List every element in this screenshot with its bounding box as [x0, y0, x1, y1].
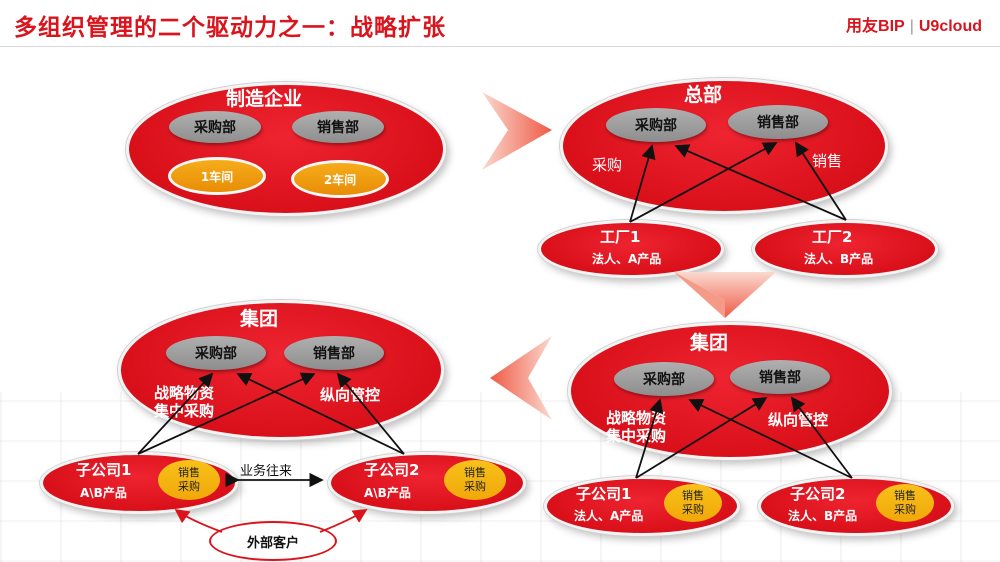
- stage2-factory-1: [538, 220, 724, 278]
- stage2-name: 总部: [684, 84, 723, 106]
- title-divider: [0, 46, 1000, 47]
- transition-arrow-left: [490, 336, 552, 420]
- stage2-sales-dept: 销售部: [728, 105, 828, 139]
- stage1-enterprise-ellipse: [126, 82, 446, 216]
- stage2-factory-1-desc: 法人、A产品: [592, 252, 662, 266]
- stage4-line-s1-purchase: [137, 372, 214, 455]
- stage2-line-f1-purchase: [629, 144, 656, 223]
- stage3-line-s1-purchase: [635, 398, 664, 479]
- stage3-sub-1-name: 子公司1: [576, 485, 632, 503]
- stage2-factory-2-desc: 法人、B产品: [804, 252, 874, 266]
- stage4-sub-2-name: 子公司2: [364, 461, 420, 479]
- transition-arrow-down: [674, 272, 776, 318]
- stage4-strategy-label-2: 集中采购: [154, 402, 215, 420]
- stage2-line-f2-sales: [795, 141, 847, 221]
- stage1-name: 制造企业: [226, 88, 303, 110]
- stage3-group-ellipse: [568, 322, 892, 460]
- stage2-sales-label: 销售: [812, 152, 843, 170]
- stage4-sub-2-badge: 销售采购: [444, 460, 506, 500]
- stage2-hq-ellipse: [560, 78, 888, 214]
- stage4-vertical-label: 纵向管控: [320, 386, 381, 404]
- stage4-customer: 外部客户: [209, 521, 337, 561]
- stage3-purchase-dept: 采购部: [614, 362, 714, 396]
- stage4-sub-1-badge: 销售采购: [158, 460, 220, 500]
- stage4-name: 集团: [240, 308, 279, 330]
- stage3-sub-1-desc: 法人、A产品: [574, 509, 644, 523]
- stage4-line-s2-sales: [336, 372, 405, 455]
- stage4-line-s2-purchase: [236, 372, 405, 455]
- stage4-sales-dept: 销售部: [284, 336, 384, 370]
- stage1-workshop-1: 1车间: [168, 157, 266, 195]
- stage4-customer-link-1: [174, 508, 223, 533]
- stage3-sub-2-badge-purchase: 采购: [894, 503, 916, 516]
- stage3-sub-2-badge-sales: 销售: [894, 489, 916, 502]
- stage3-line-s2-purchase: [688, 398, 853, 479]
- stage3-sub-1-badge-purchase: 采购: [682, 503, 704, 516]
- transition-arrow-right: [482, 92, 552, 170]
- stage2-purchase-label: 采购: [592, 156, 623, 174]
- stage2-purchase-dept: 采购部: [606, 108, 706, 142]
- stage4-purchase-dept: 采购部: [166, 336, 266, 370]
- stage4-sub-2-badge-purchase: 采购: [464, 480, 486, 493]
- stage4-sub-1-badge-purchase: 采购: [178, 480, 200, 493]
- stage3-sub-2-name: 子公司2: [790, 485, 846, 503]
- stage4-sub-1-badge-sales: 销售: [178, 466, 200, 479]
- stage4-line-s1-sales: [137, 372, 316, 455]
- stage3-line-s1-sales: [635, 397, 768, 479]
- stage3-vertical-label: 纵向管控: [768, 411, 829, 429]
- stage1-workshop-2: 2车间: [291, 160, 389, 198]
- stage4-sub-1-name: 子公司1: [76, 461, 132, 479]
- stage4-sub-1-desc: A\B产品: [80, 486, 127, 500]
- brand-logo-text: 用友BIP: [846, 18, 905, 35]
- stage3-line-s2-sales: [790, 396, 853, 479]
- stage2-factory-1-name: 工厂1: [600, 228, 641, 246]
- stage2-line-f2-purchase: [674, 144, 847, 221]
- stage3-sub-2-desc: 法人、B产品: [788, 509, 858, 523]
- transition-arrow-down-left: [674, 272, 725, 318]
- stage3-name: 集团: [690, 332, 729, 354]
- page-title: 多组织管理的二个驱动力之一：战略扩张: [14, 15, 446, 41]
- stage1-sales-dept: 销售部: [292, 111, 384, 143]
- stage3-sales-dept: 销售部: [730, 360, 830, 394]
- stage4-sub-2-desc: A\B产品: [364, 486, 411, 500]
- stage2-factory-2-name: 工厂2: [812, 228, 853, 246]
- stage3-sub-1-badge: 销售采购: [664, 484, 722, 522]
- stage4-customer-link-2: [319, 509, 368, 533]
- stage1-purchase-dept: 采购部: [169, 111, 261, 143]
- stage3-sub-1-badge-sales: 销售: [682, 489, 704, 502]
- stage2-factory-2: [752, 220, 938, 278]
- brand-logo: 用友BIP|U9cloud: [846, 18, 982, 35]
- stage4-sub-2-badge-sales: 销售: [464, 466, 486, 479]
- stage3-sub-2-badge: 销售采购: [876, 484, 934, 522]
- stage2-line-f1-sales: [629, 142, 778, 223]
- partner-logo-text: U9cloud: [918, 18, 982, 35]
